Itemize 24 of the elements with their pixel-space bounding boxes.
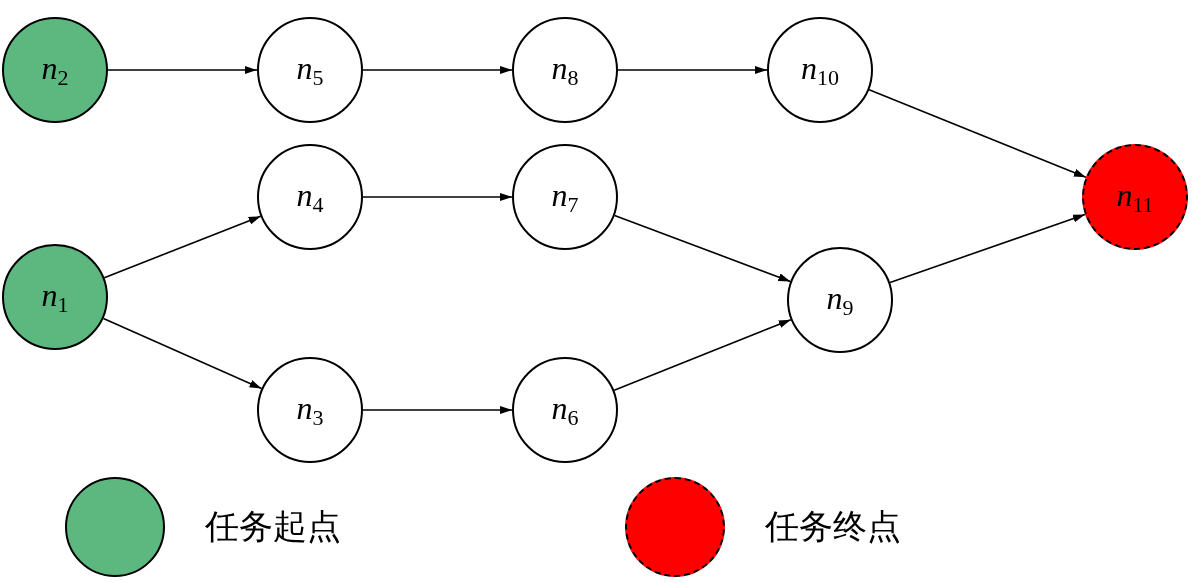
node-label: n$_{11}$ bbox=[1116, 178, 1154, 216]
arrow bbox=[617, 66, 768, 74]
arrow bbox=[362, 406, 513, 414]
arrow bbox=[362, 193, 513, 201]
node-label: n$_{1}$ bbox=[41, 278, 69, 316]
arrow bbox=[889, 213, 1086, 284]
arrow bbox=[613, 318, 792, 392]
arrow bbox=[868, 89, 1087, 178]
arrow bbox=[107, 66, 258, 74]
legend-label: 任务起点 bbox=[205, 509, 341, 543]
node-label: n$_{2}$ bbox=[41, 51, 69, 89]
arrow bbox=[613, 214, 792, 283]
node-label: n$_{8}$ bbox=[551, 51, 579, 89]
node-label: n$_{3}$ bbox=[296, 391, 324, 429]
arrow bbox=[103, 215, 262, 279]
node-label: n$_{9}$ bbox=[826, 281, 854, 319]
node-label: n$_{7}$ bbox=[551, 178, 579, 216]
arrow bbox=[102, 317, 263, 390]
node-label: n$_{5}$ bbox=[296, 51, 324, 89]
node-label: n$_{4}$ bbox=[296, 178, 324, 216]
node-label: n$_{10}$ bbox=[801, 51, 839, 89]
legend-label: 任务终点 bbox=[765, 509, 901, 543]
arrow bbox=[362, 66, 513, 74]
node-label: n$_{6}$ bbox=[551, 391, 579, 429]
